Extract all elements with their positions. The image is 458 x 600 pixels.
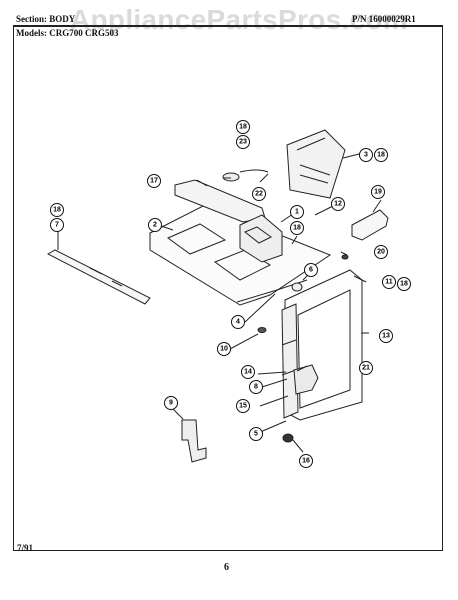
callout-11-18: 18 <box>397 277 411 291</box>
svg-text:3: 3 <box>364 152 368 159</box>
callout-17: 17 <box>147 174 161 188</box>
back-guard <box>286 129 346 199</box>
latch-assembly <box>293 364 319 395</box>
svg-text:11: 11 <box>385 279 393 286</box>
svg-text:12: 12 <box>334 201 342 208</box>
date-code: 7/91 <box>17 543 34 553</box>
callout-20: 20 <box>374 245 388 259</box>
callout-16: 16 <box>299 454 313 468</box>
trim-strip <box>46 249 151 305</box>
svg-text:18: 18 <box>377 152 385 159</box>
callout-11: 11 <box>382 275 396 289</box>
svg-text:18: 18 <box>400 281 408 288</box>
svg-text:5: 5 <box>254 431 258 438</box>
svg-text:1: 1 <box>295 209 299 216</box>
svg-text:13: 13 <box>382 333 390 340</box>
callout-8: 8 <box>249 380 263 394</box>
svg-text:4: 4 <box>236 319 240 326</box>
diagram-frame <box>13 26 443 551</box>
callout-18b: 18 <box>290 221 304 235</box>
callout-12: 12 <box>331 197 345 211</box>
svg-text:19: 19 <box>374 189 382 196</box>
clip-23 <box>222 172 240 182</box>
svg-text:9: 9 <box>169 400 173 407</box>
callout-5: 5 <box>249 427 263 441</box>
callout-23: 23 <box>236 135 250 149</box>
svg-text:10: 10 <box>220 346 228 353</box>
svg-text:8: 8 <box>254 384 258 391</box>
watermark: AppliancePartsPros.com <box>70 4 409 35</box>
section-label: Section: BODY <box>16 14 76 24</box>
models-label: Models: CRG700 CRG503 <box>16 28 119 38</box>
svg-text:18: 18 <box>293 225 301 232</box>
callout-10: 10 <box>217 342 231 356</box>
svg-text:7: 7 <box>55 222 59 229</box>
callout-13: 13 <box>379 329 393 343</box>
callout-15: 15 <box>236 399 250 413</box>
screw-20 <box>341 254 349 260</box>
svg-text:2: 2 <box>153 222 157 229</box>
svg-text:21: 21 <box>362 365 370 372</box>
screw-10 <box>257 327 267 333</box>
svg-text:15: 15 <box>239 403 247 410</box>
callout-19: 19 <box>371 185 385 199</box>
svg-text:22: 22 <box>255 191 263 198</box>
hinge-channel <box>281 303 299 419</box>
callout-3: 3 <box>359 148 373 162</box>
burner-box <box>239 214 283 263</box>
callout-7-18: 18 <box>50 203 64 217</box>
callout-3-18: 18 <box>374 148 388 162</box>
callout-22: 22 <box>252 187 266 201</box>
side-bracket <box>351 209 389 241</box>
header-rule <box>13 25 443 26</box>
callout-14: 14 <box>241 365 255 379</box>
callout-1: 1 <box>290 205 304 219</box>
svg-text:6: 6 <box>309 267 313 274</box>
callout-2: 2 <box>148 218 162 232</box>
svg-text:20: 20 <box>377 249 385 256</box>
callout-18: 18 <box>236 120 250 134</box>
callout-4: 4 <box>231 315 245 329</box>
svg-text:18: 18 <box>239 124 247 131</box>
part-number: P/N 16000029R1 <box>352 14 416 24</box>
foot-16 <box>282 433 294 443</box>
svg-text:23: 23 <box>239 139 247 146</box>
callout-6: 6 <box>304 263 318 277</box>
svg-text:14: 14 <box>244 369 252 376</box>
callout-9: 9 <box>164 396 178 410</box>
callout-21: 21 <box>359 361 373 375</box>
svg-text:17: 17 <box>150 178 158 185</box>
svg-text:16: 16 <box>302 458 310 465</box>
hinge-piece <box>181 419 207 463</box>
callout-7: 7 <box>50 218 64 232</box>
svg-text:18: 18 <box>53 207 61 214</box>
page-number: 6 <box>224 562 229 573</box>
knob-6 <box>291 282 303 292</box>
